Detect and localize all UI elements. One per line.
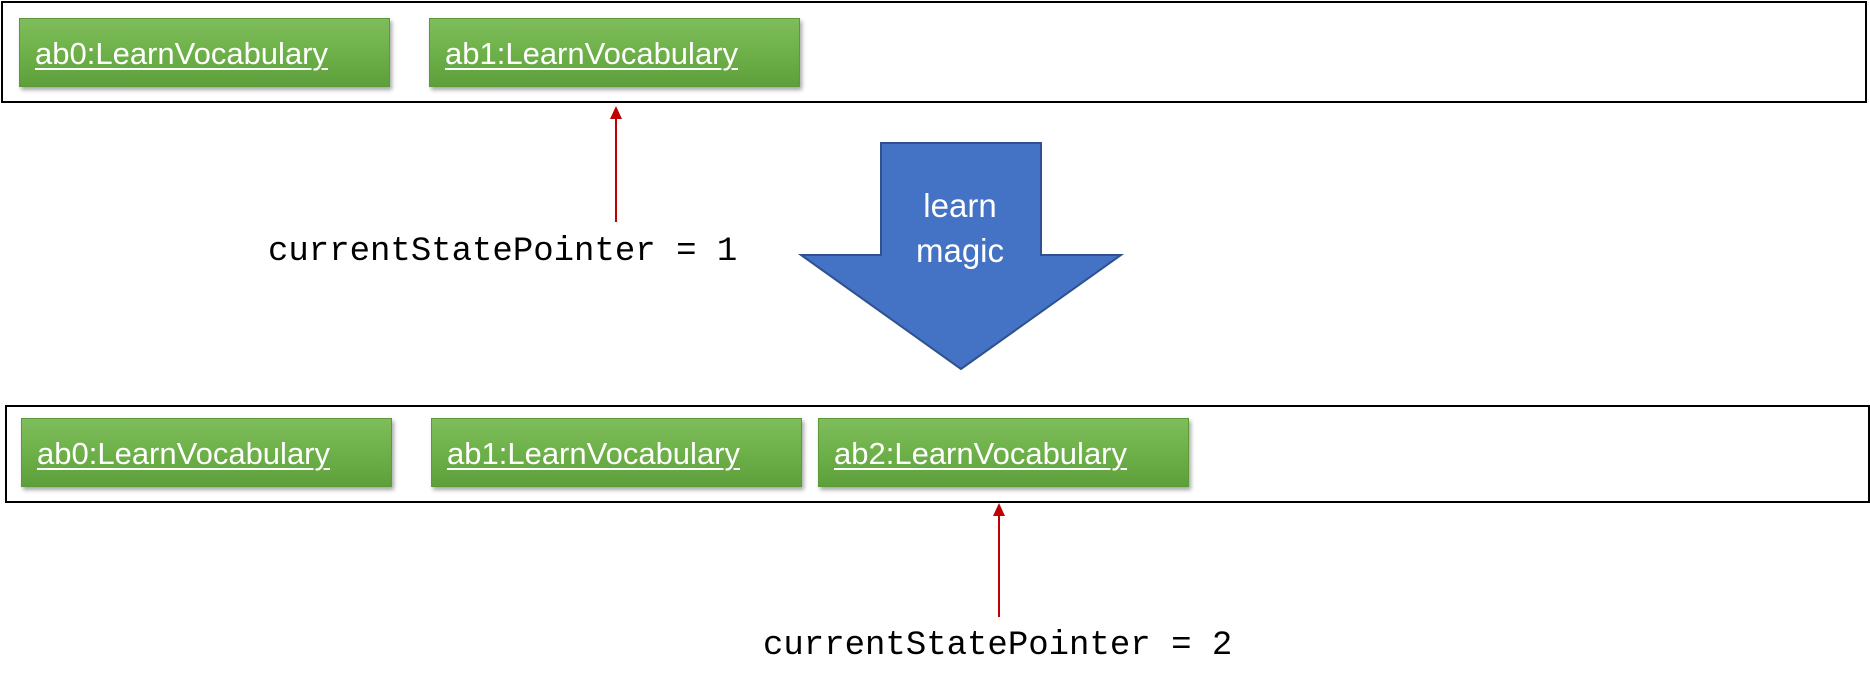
state-box-ab2-after[interactable]: ab2:LearnVocabulary <box>818 418 1189 487</box>
state-box-ab1-before[interactable]: ab1:LearnVocabulary <box>429 18 800 87</box>
transition-label-line1: learn <box>923 187 997 224</box>
pointer-arrow-before <box>610 106 622 222</box>
state-box-ab0-after[interactable]: ab0:LearnVocabulary <box>21 418 392 487</box>
current-state-pointer-label-before: currentStatePointer = 1 <box>268 233 738 271</box>
current-state-pointer-label-after: currentStatePointer = 2 <box>763 627 1233 665</box>
state-box-ab1-after[interactable]: ab1:LearnVocabulary <box>431 418 802 487</box>
state-box-ab0-before[interactable]: ab0:LearnVocabulary <box>19 18 390 87</box>
transition-label-line2: magic <box>915 232 1005 269</box>
pointer-arrow-after <box>993 503 1005 617</box>
